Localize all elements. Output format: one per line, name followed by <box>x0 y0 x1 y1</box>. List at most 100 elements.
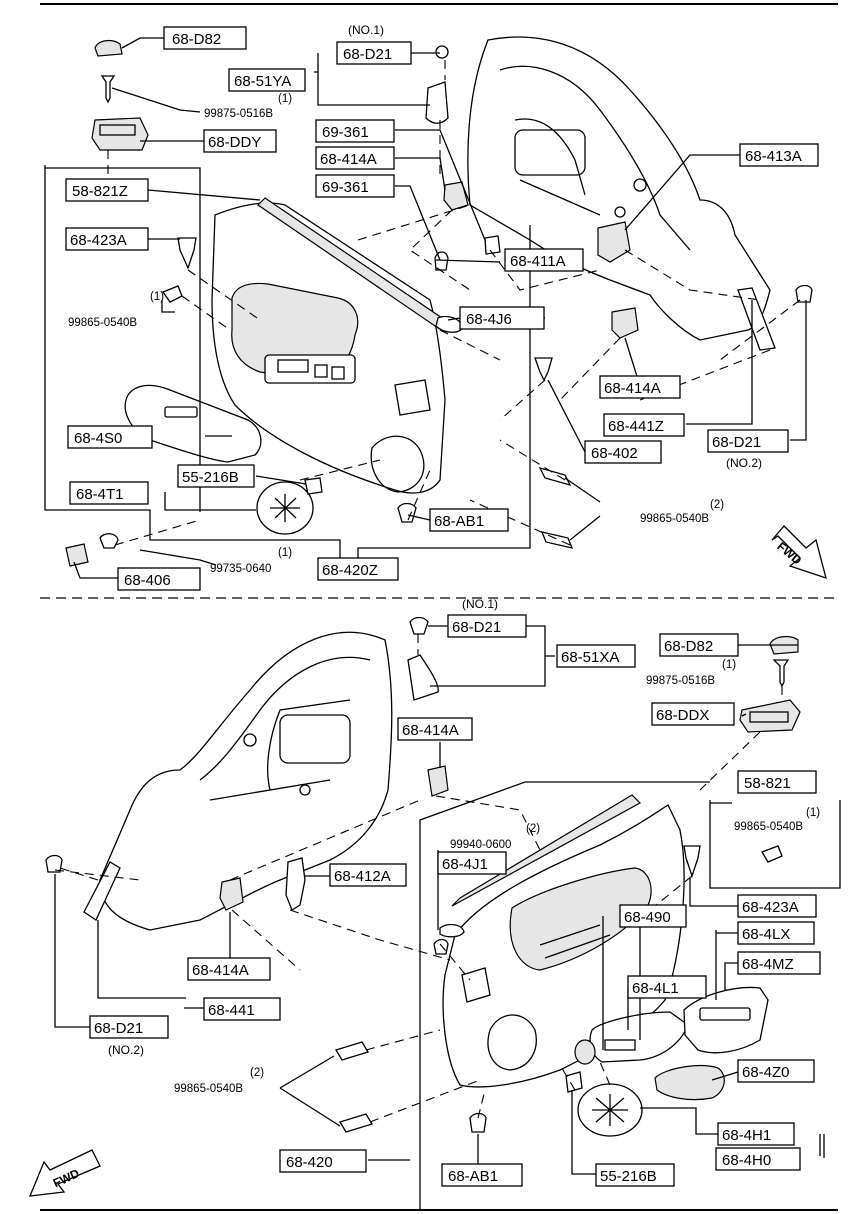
label-box-ddx <box>651 702 735 726</box>
bracket-68-414a-lower-bot <box>219 877 244 911</box>
door-shell-opening <box>514 129 586 176</box>
label-box-d21-no2-lower <box>89 1015 169 1039</box>
label-box-4h0 <box>715 1147 801 1171</box>
bracket-68-414a-mid <box>611 307 639 339</box>
cover-68-441z <box>737 287 776 351</box>
label-68-420: 68-420 <box>286 1154 333 1171</box>
label-box-ab1-upper <box>429 508 509 532</box>
clip-68-d21-no2-lower <box>45 854 63 873</box>
label-68-ab1-upper: 68-AB1 <box>434 513 484 530</box>
label-box-4t1 <box>69 481 149 505</box>
label-68-ab1-lower: 68-AB1 <box>448 1168 498 1185</box>
screw-99875-upper-label: 99875-0516B <box>204 108 273 120</box>
speaker-bay-left <box>487 1014 537 1071</box>
qty-upper-2: (2) <box>710 499 724 511</box>
label-68-412a: 68-412A <box>334 868 391 885</box>
screw-99735 <box>99 533 119 549</box>
label-68-d21-no2-lower: 68-D21 <box>94 1020 143 1037</box>
leaders-lower <box>54 625 841 1210</box>
window-cavity-lines <box>539 924 611 959</box>
bracket-ddy-slot <box>99 124 136 136</box>
speaker-grille-490 <box>574 1039 596 1065</box>
clip-68-d21-no1 <box>435 45 449 59</box>
screw-99875 <box>100 75 116 104</box>
label-68-414a-mid-upper: 68-414A <box>604 380 661 397</box>
fwd-arrow-lower <box>28 1149 101 1197</box>
label-box-414a-top-upper <box>315 146 395 170</box>
door-shell-left-inner <box>199 656 371 801</box>
label-box-d82-lower <box>659 633 739 657</box>
clip-68-d21-no1-lower <box>409 616 429 635</box>
door-hole-c <box>243 733 257 747</box>
label-68-4lx: 68-4LX <box>742 926 790 943</box>
label-box-4s0 <box>67 425 153 449</box>
screw-99865-lower-b <box>335 1041 369 1061</box>
label-box-4j1 <box>437 851 507 875</box>
clip-68-ab1 <box>397 502 417 523</box>
screw-99875-lower-label: 99875-0516B <box>646 675 715 687</box>
label-box-4j6 <box>459 306 545 330</box>
inner-handle-pocket <box>394 379 431 416</box>
label-box-69361b <box>315 174 395 198</box>
screw-99735-label: 99735-0640 <box>210 563 271 575</box>
label-58-821: 58-821 <box>744 775 791 792</box>
label-68-414a-top-upper: 68-414A <box>320 151 377 168</box>
qty-upper-c: (1) <box>278 547 292 559</box>
label-68-d21-no2-upper: 68-D21 <box>712 434 761 451</box>
label-58-821z: 58-821Z <box>72 183 128 200</box>
label-68-ddy: 68-DDY <box>208 134 261 151</box>
label-box-413a <box>739 143 819 167</box>
switch-b <box>314 364 328 378</box>
door-hole-d <box>299 784 311 796</box>
screw-99865-top <box>161 285 183 303</box>
label-68-4s0: 68-4S0 <box>74 430 122 447</box>
label-box-402 <box>584 440 662 464</box>
upper-texts: 68-D82 (NO.1) 68-D21 68-51YA (1) 99875-0… <box>68 23 805 589</box>
qty-upper-a: (1) <box>278 93 292 105</box>
qty-lower-2a: (2) <box>526 823 540 835</box>
label-68-441: 68-441 <box>208 1002 255 1019</box>
label-no2-lower: (NO.2) <box>108 1043 144 1057</box>
speaker-bay <box>370 435 425 493</box>
trim-68-4j1 <box>439 923 465 938</box>
label-68-4l1: 68-4L1 <box>632 980 679 997</box>
label-box-4h1 <box>717 1122 795 1146</box>
label-box-406 <box>117 567 201 591</box>
bracket-ddx <box>739 699 801 733</box>
label-69-361-a: 69-361 <box>322 124 369 141</box>
cover-68-d21-no1-lower <box>407 654 439 701</box>
door-shell-left-opening <box>279 714 351 764</box>
label-68-4t1: 68-4T1 <box>76 486 124 503</box>
screw-99865-a <box>538 466 572 487</box>
label-68-420z: 68-420Z <box>322 562 378 579</box>
qty-lower-2b: (2) <box>250 1067 264 1079</box>
clip-99940 <box>433 938 449 955</box>
label-box-441z <box>603 413 685 437</box>
label-68-4j6: 68-4J6 <box>466 311 512 328</box>
door-hole-a <box>633 178 647 192</box>
label-68-ddx: 68-DDX <box>656 707 709 724</box>
label-69-361-b: 69-361 <box>322 179 369 196</box>
label-no1-lower: (NO.1) <box>462 597 498 611</box>
clip-68-411a <box>484 235 501 255</box>
bracket-68-413a <box>597 221 631 263</box>
screw-99875-lower <box>772 659 790 688</box>
label-box-420 <box>279 1149 367 1173</box>
clip-55-216b-lower <box>565 1071 583 1093</box>
label-68-402: 68-402 <box>591 445 638 462</box>
label-68-d21-no1-upper: 68-D21 <box>343 46 392 63</box>
lower-left-door-section <box>28 614 841 1210</box>
cover-68-d21-no1 <box>425 81 449 124</box>
armrest-slot <box>164 406 198 418</box>
armrest-4l1-slot <box>604 1039 636 1051</box>
clip-68-d21-no2 <box>795 284 813 303</box>
label-box-d82-upper <box>163 26 247 50</box>
label-box-4mz <box>737 951 821 975</box>
label-68-490: 68-490 <box>624 909 671 926</box>
label-box-420z <box>317 557 399 581</box>
label-68-d21-no1-lower: 68-D21 <box>452 619 501 636</box>
label-68-414a-lower-bot: 68-414A <box>192 962 249 979</box>
cover-68-441-lower <box>83 861 121 921</box>
screw-99865-lower-a <box>761 845 783 863</box>
screw-99865-lower-label-b: 99865-0540B <box>174 1083 243 1095</box>
